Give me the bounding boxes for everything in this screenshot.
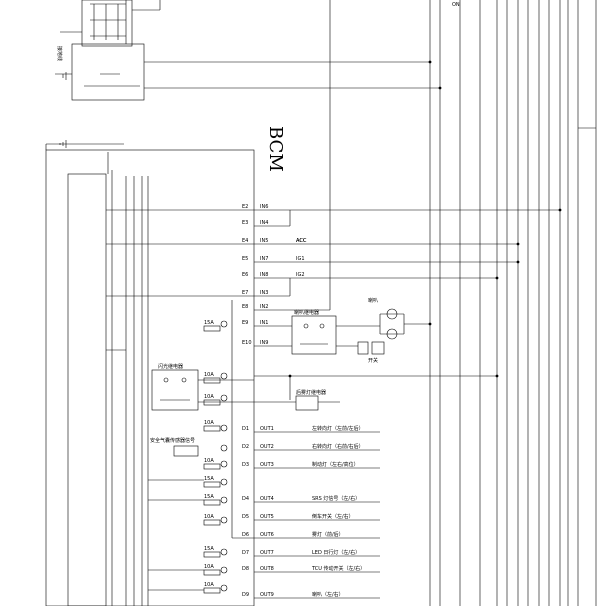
pin-description: IG2: [296, 272, 305, 278]
fuse-label: 15A: [204, 546, 214, 552]
pin-description: 倒车开关（左/右）: [312, 513, 354, 520]
pin-signal: IN7: [260, 256, 268, 262]
pin-description: TCU 传动开关（左/右）: [311, 565, 365, 572]
pin-signal: IN5: [260, 238, 268, 244]
fuse-label: 15A: [204, 494, 214, 500]
pin-signal: OUT9: [260, 592, 274, 598]
fuse-label: 10A: [204, 420, 214, 426]
fuse-labels: 15A 10A 10A 10A 10A 15A 15A 10A 15A 10A 10A: [204, 320, 214, 588]
fuse-label: 10A: [204, 582, 214, 588]
pin-signal: IN9: [260, 340, 268, 346]
pin-number: E7: [242, 290, 248, 296]
fuse-label: 10A: [204, 372, 214, 378]
fuse-label: 15A: [204, 320, 214, 326]
fuse-label: 15A: [204, 476, 214, 482]
pin-number: D3: [242, 462, 249, 468]
pin-signal: OUT2: [260, 444, 274, 450]
pin-number: E4: [242, 238, 248, 244]
pin-number: E10: [242, 340, 252, 346]
pin-description: ACC: [296, 238, 307, 244]
pin-signal: IN4: [260, 220, 268, 226]
fuse-label: 10A: [204, 564, 214, 570]
pin-signal: IN6: [260, 204, 268, 210]
pin-number: E9: [242, 320, 248, 326]
airbag-note: 安全气囊传感器信号: [150, 437, 195, 444]
module-name: BCM: [265, 126, 286, 172]
pin-number: E5: [242, 256, 248, 262]
rail-label-acc: ACC: [296, 238, 307, 244]
pin-signal: OUT6: [260, 532, 274, 538]
pin-number: E3: [242, 220, 248, 226]
pin-description: SRS 灯信号（左/右）: [312, 495, 360, 502]
relay-flasher-label: 闪光继电器: [158, 363, 183, 370]
switch-note: 开关: [368, 357, 378, 364]
fuse-label: 10A: [204, 394, 214, 400]
pin-description: 喇叭（左/右）: [312, 591, 344, 598]
pin-number: E2: [242, 204, 248, 210]
pin-description: 制动灯（左右/高位）: [312, 461, 359, 468]
pin-description: 雾灯（前/后）: [312, 531, 344, 538]
pin-description: 左转向灯（左前/左后）: [312, 425, 364, 432]
pin-number: D8: [242, 566, 249, 572]
pin-description: 右转向灯（右前/右后）: [312, 443, 364, 450]
pin-number: E6: [242, 272, 248, 278]
pin-signal: OUT1: [260, 426, 274, 432]
pin-number: D5: [242, 514, 249, 520]
rail-label-on: ON: [452, 2, 460, 8]
pin-signal: IN2: [260, 304, 268, 310]
pin-signal: OUT4: [260, 496, 274, 502]
pin-signal: IN3: [260, 290, 268, 296]
horn-note: 喇叭: [368, 297, 378, 304]
pin-signal: OUT7: [260, 550, 274, 556]
relay-horn-label: 喇叭继电器: [294, 309, 319, 316]
fuse-label: 10A: [204, 514, 214, 520]
fuse-label: 10A: [204, 458, 214, 464]
pin-number: D4: [242, 496, 249, 502]
pin-number: E8: [242, 304, 248, 310]
pin-number: D1: [242, 426, 249, 432]
pin-signal: OUT5: [260, 514, 274, 520]
pin-number: D2: [242, 444, 249, 450]
pin-signal: IN8: [260, 272, 268, 278]
pin-number: D6: [242, 532, 249, 538]
pin-number: D9: [242, 592, 249, 598]
pin-number: D7: [242, 550, 249, 556]
relay-rear-fog-label: 后雾灯继电器: [296, 389, 326, 396]
pin-signal: OUT3: [260, 462, 274, 468]
ground-label: 接地线: [56, 46, 63, 61]
pin-signal: IN1: [260, 320, 268, 326]
pin-signal: OUT8: [260, 566, 274, 572]
pin-description: LED 日行灯（左/右）: [312, 549, 360, 556]
pin-description: IG1: [296, 256, 305, 262]
